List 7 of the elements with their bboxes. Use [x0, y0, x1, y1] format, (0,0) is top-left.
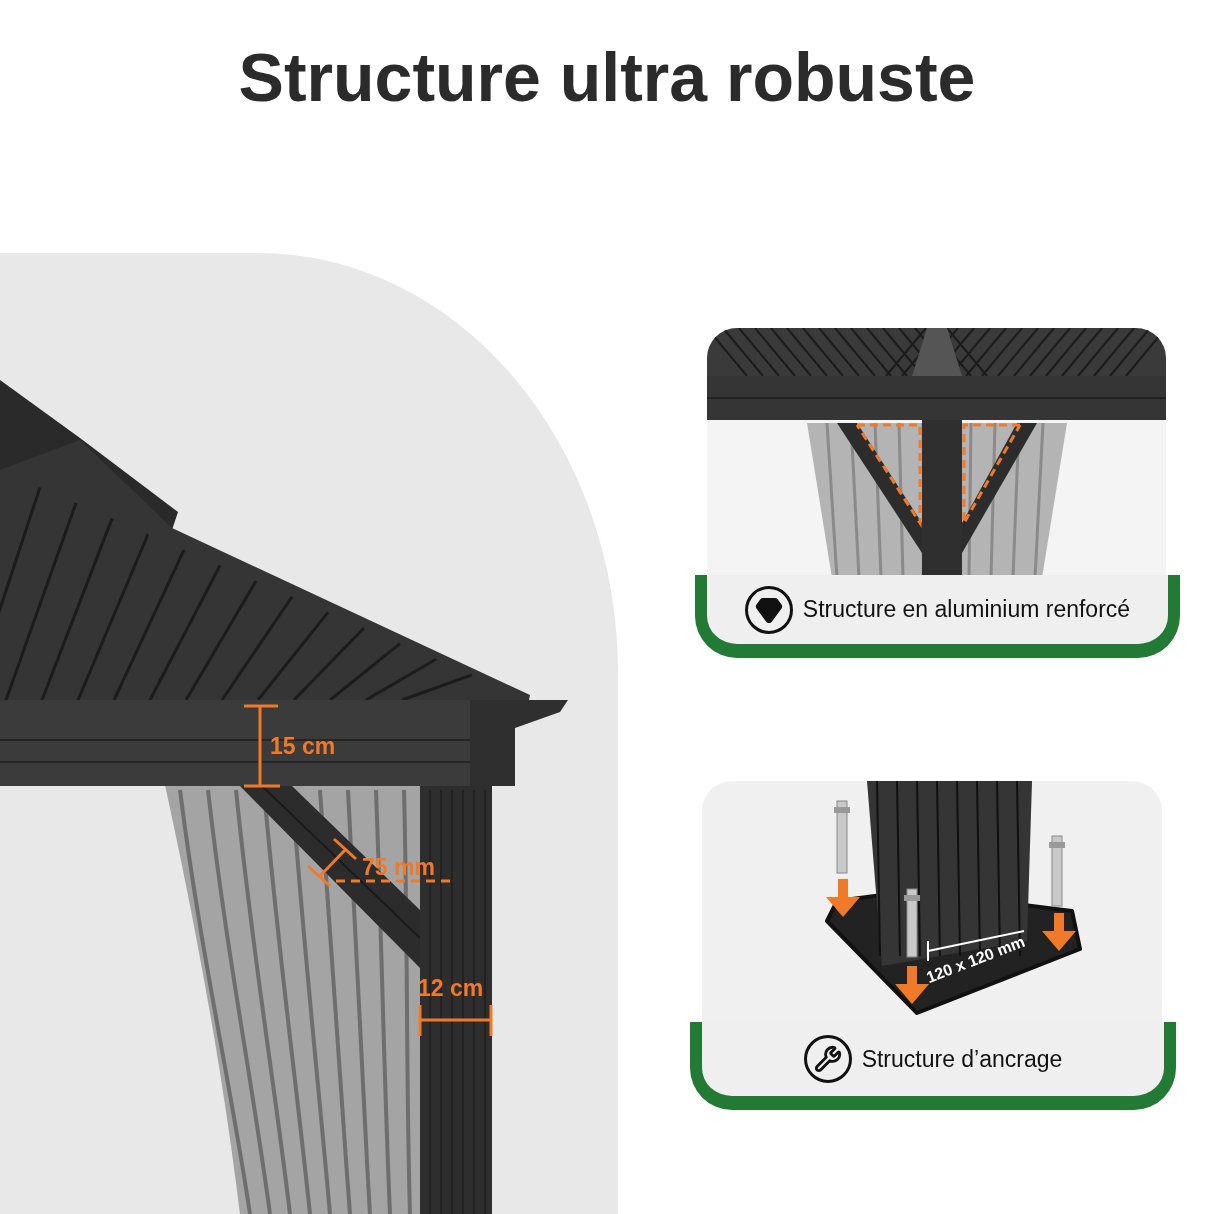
caption-text: Structure d’ancrage — [861, 1045, 1063, 1073]
caption-text: Structure en aluminium renforcé — [802, 596, 1131, 623]
dimension-label: 120 x 120 mm — [924, 933, 1028, 986]
caption-bar — [690, 1022, 1176, 1110]
title: Structure ultra robuste — [237, 38, 977, 116]
caption-bar — [695, 575, 1180, 658]
dimension-label: 15 cm — [270, 735, 336, 758]
